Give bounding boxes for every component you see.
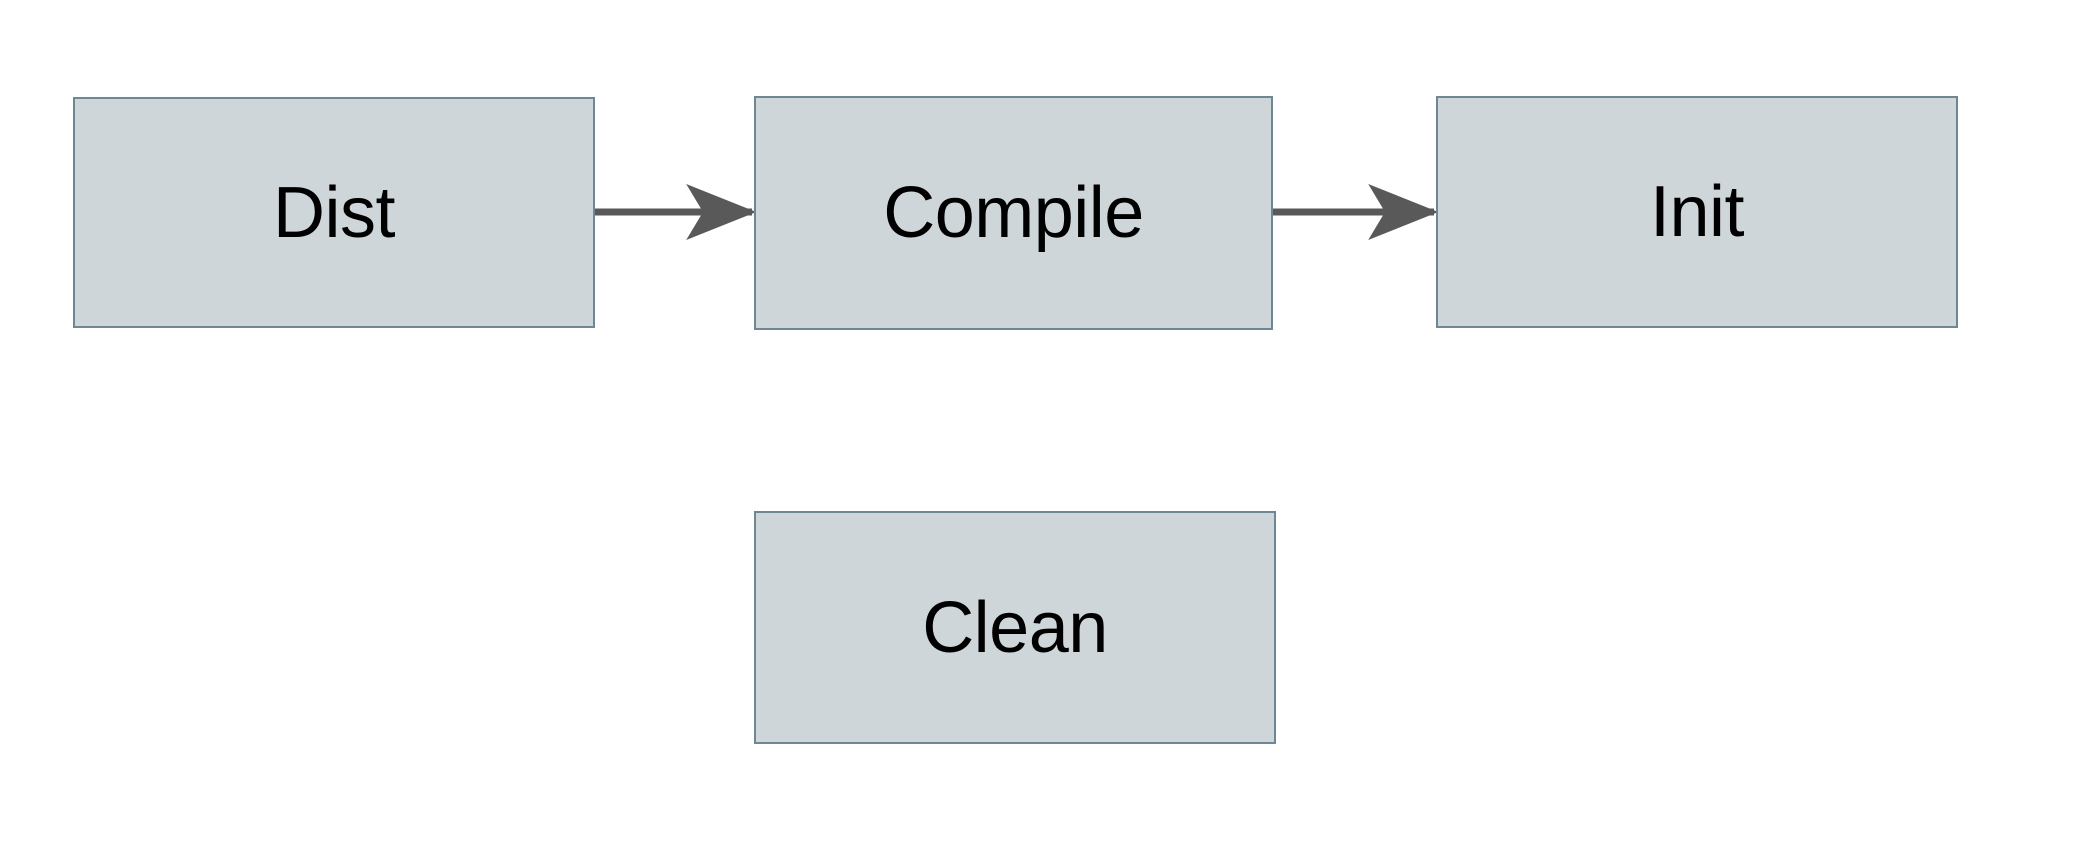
node-clean[interactable]: Clean bbox=[754, 511, 1276, 744]
node-clean-label: Clean bbox=[922, 587, 1108, 668]
node-compile[interactable]: Compile bbox=[754, 96, 1273, 330]
node-init-label: Init bbox=[1649, 172, 1745, 252]
node-init[interactable]: Init bbox=[1436, 96, 1958, 328]
node-dist-label: Dist bbox=[273, 172, 396, 253]
node-dist[interactable]: Dist bbox=[73, 97, 595, 328]
edge-compile-init-hitbox[interactable] bbox=[1273, 192, 1436, 232]
node-compile-label: Compile bbox=[883, 173, 1144, 253]
edge-dist-compile-hitbox[interactable] bbox=[595, 192, 754, 232]
